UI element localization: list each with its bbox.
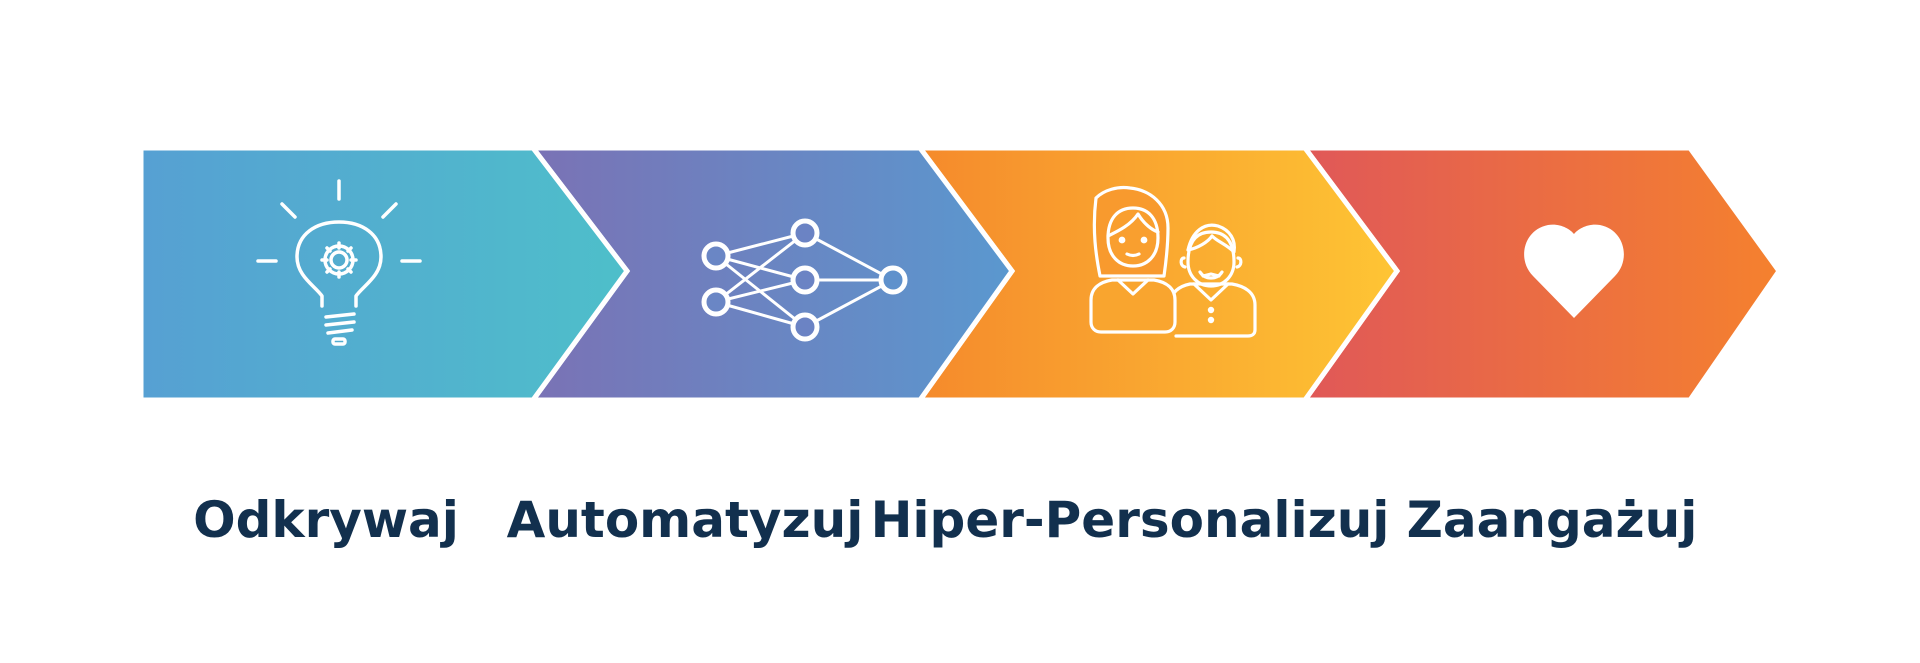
people-icon [1089, 185, 1257, 338]
network-node [790, 218, 820, 248]
step-4-label: Zaangażuj [1406, 491, 1698, 549]
heart-icon [1524, 224, 1624, 318]
network-node [701, 287, 731, 317]
step-1-label: Odkrywaj [193, 491, 459, 549]
step-2-label: Automatyzuj [506, 491, 864, 549]
network-node [790, 265, 820, 295]
lightbulb-gear-icon [256, 179, 422, 346]
network-node [790, 312, 820, 342]
step-3-label: Hiper-Personalizuj [870, 491, 1390, 549]
network-node [701, 241, 731, 271]
neural-network-icon [714, 231, 895, 329]
step-1-chevron [138, 145, 631, 403]
network-node [878, 265, 908, 295]
network-nodes [701, 218, 908, 342]
